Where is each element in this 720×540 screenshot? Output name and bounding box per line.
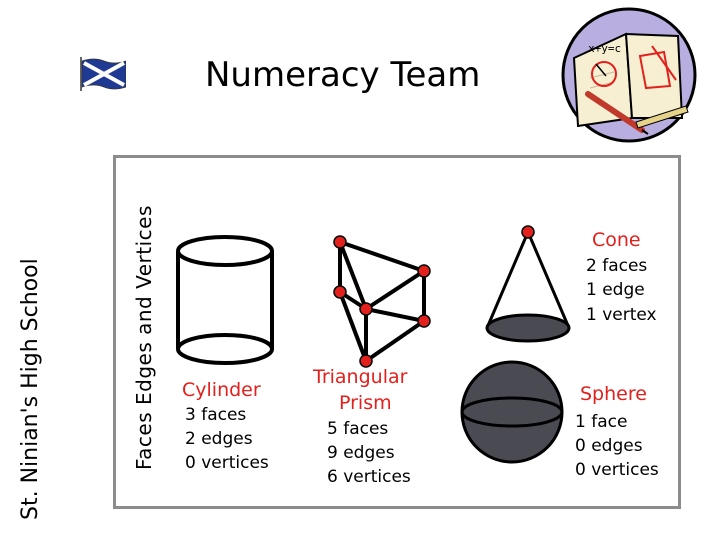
cone-figure <box>485 225 571 343</box>
triangular-prism-figure <box>333 235 431 368</box>
cone-faces: 2 faces <box>586 256 648 276</box>
prism-label-line2: Prism <box>339 392 392 414</box>
scotland-flag-icon <box>80 57 126 91</box>
cone-edges: 1 edge <box>586 280 645 300</box>
cylinder-vertices: 0 vertices <box>185 453 269 473</box>
cylinder-figure <box>176 235 274 365</box>
sphere-figure <box>460 360 564 464</box>
prism-edges: 9 edges <box>327 443 395 463</box>
cone-label: Cone <box>592 229 641 251</box>
sphere-edges: 0 edges <box>575 436 643 456</box>
cylinder-edges: 2 edges <box>185 429 253 449</box>
logo-equation: x+y=c <box>588 42 621 55</box>
sphere-label: Sphere <box>580 383 647 405</box>
page-title: Numeracy Team <box>205 55 481 95</box>
maths-book-logo-icon: x+y=c <box>561 7 697 143</box>
cylinder-faces: 3 faces <box>185 405 247 425</box>
sphere-faces: 1 face <box>575 412 628 432</box>
sphere-vertices: 0 vertices <box>575 460 659 480</box>
shapes-panel <box>113 155 681 509</box>
prism-label-line1: Triangular <box>313 366 408 388</box>
cone-vertices: 1 vertex <box>586 305 657 325</box>
cylinder-label: Cylinder <box>182 379 261 401</box>
prism-faces: 5 faces <box>327 419 389 439</box>
prism-vertices: 6 vertices <box>327 467 411 487</box>
